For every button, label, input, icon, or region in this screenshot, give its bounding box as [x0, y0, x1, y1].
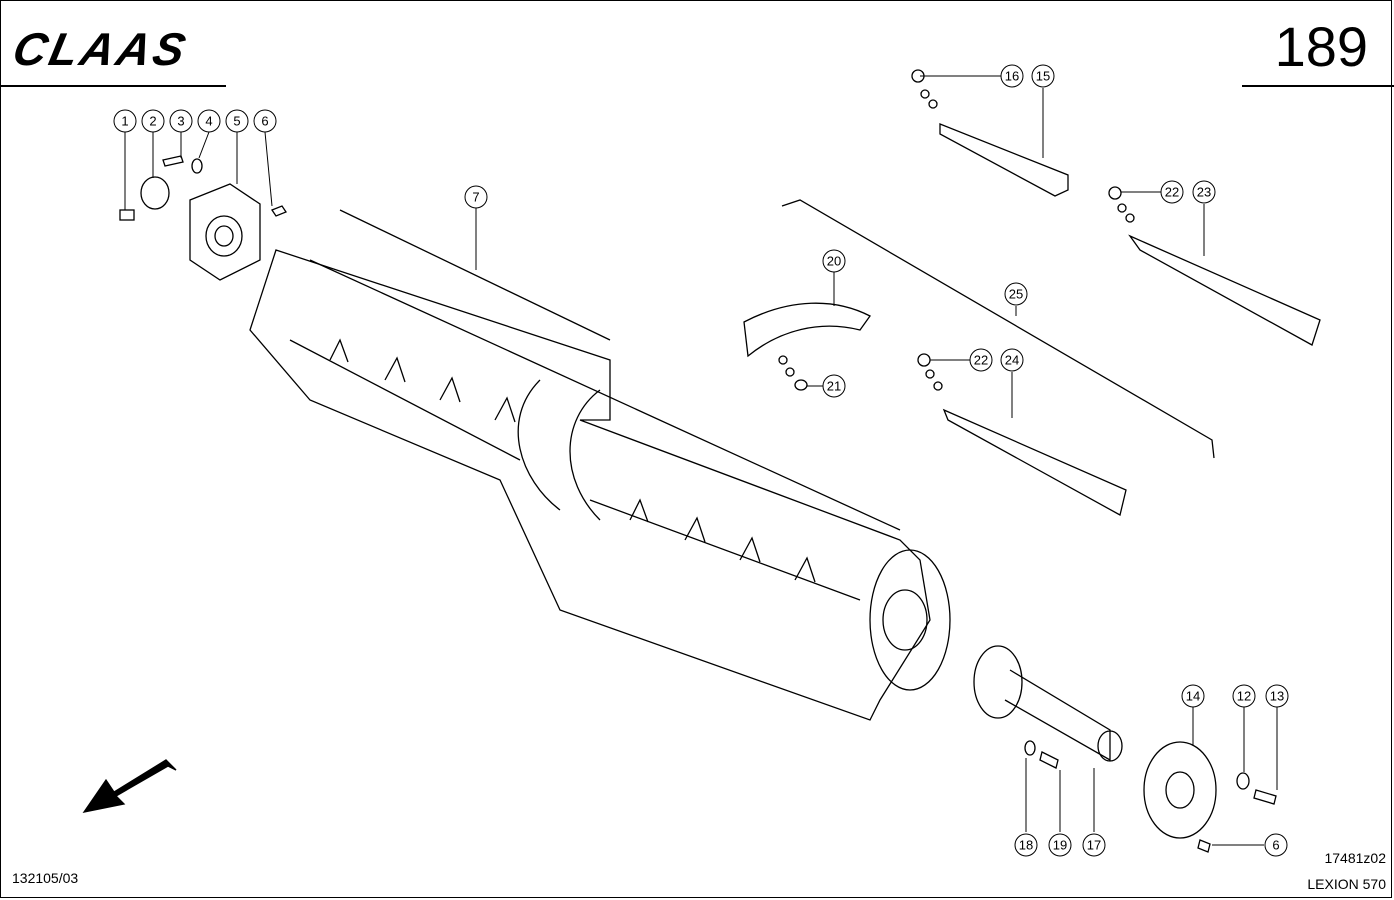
callout-12: 12 [1232, 684, 1256, 708]
callout-21: 21 [822, 374, 846, 398]
part-bolt [162, 155, 184, 167]
callout-23: 23 [1192, 180, 1216, 204]
callout-1: 1 [113, 109, 137, 133]
svg-text:13: 13 [1270, 689, 1284, 704]
svg-text:15: 15 [1036, 69, 1050, 84]
callout-24: 24 [1000, 348, 1024, 372]
svg-text:14: 14 [1186, 689, 1200, 704]
svg-text:22: 22 [1165, 185, 1179, 200]
leader-lines [124, 75, 1278, 846]
callout-20: 20 [822, 249, 846, 273]
svg-text:5: 5 [233, 114, 240, 129]
part-collar [140, 176, 170, 210]
svg-text:3: 3 [177, 114, 184, 129]
callout-6-bottom: 6 [1264, 833, 1288, 857]
svg-text:2: 2 [149, 114, 156, 129]
callout-16: 16 [1000, 64, 1024, 88]
svg-text:22: 22 [974, 353, 988, 368]
callout-15: 15 [1031, 64, 1055, 88]
callouts: 1 2 3 4 5 6 7 14 12 13 16 15 20 21 22 23… [113, 64, 1289, 857]
callout-2: 2 [141, 109, 165, 133]
callout-17: 17 [1082, 833, 1106, 857]
callout-22-bottom: 22 [969, 348, 993, 372]
auger-drawing [82, 69, 1321, 853]
model-name: LEXION 570 [1307, 876, 1386, 892]
svg-text:6: 6 [1272, 838, 1279, 853]
callout-5: 5 [225, 109, 249, 133]
svg-text:1: 1 [121, 114, 128, 129]
part-set-screw [119, 209, 135, 221]
figure-id: 17481z02 [1324, 850, 1386, 866]
part-flange-bearing [189, 183, 261, 281]
svg-text:25: 25 [1009, 287, 1023, 302]
svg-text:17: 17 [1087, 838, 1101, 853]
svg-text:24: 24 [1005, 353, 1019, 368]
svg-text:6: 6 [261, 114, 268, 129]
callout-14: 14 [1181, 684, 1205, 708]
svg-text:16: 16 [1005, 69, 1019, 84]
svg-text:20: 20 [827, 254, 841, 269]
svg-text:12: 12 [1237, 689, 1251, 704]
callout-22-top: 22 [1160, 180, 1184, 204]
callout-7: 7 [464, 185, 488, 209]
callout-3: 3 [169, 109, 193, 133]
svg-text:21: 21 [827, 379, 841, 394]
callout-25: 25 [1004, 282, 1028, 306]
callout-4: 4 [197, 109, 221, 133]
part-nut [271, 205, 287, 217]
svg-text:23: 23 [1197, 185, 1211, 200]
part-washer [191, 158, 203, 174]
callout-19: 19 [1048, 833, 1072, 857]
callout-6-top: 6 [253, 109, 277, 133]
svg-text:19: 19 [1053, 838, 1067, 853]
page-number: 189 [1274, 15, 1368, 78]
svg-text:4: 4 [205, 114, 212, 129]
callout-13: 13 [1265, 684, 1289, 708]
callout-18: 18 [1014, 833, 1038, 857]
document-id: 132105/03 [12, 870, 79, 886]
svg-text:18: 18 [1019, 838, 1033, 853]
svg-text:7: 7 [472, 190, 479, 205]
